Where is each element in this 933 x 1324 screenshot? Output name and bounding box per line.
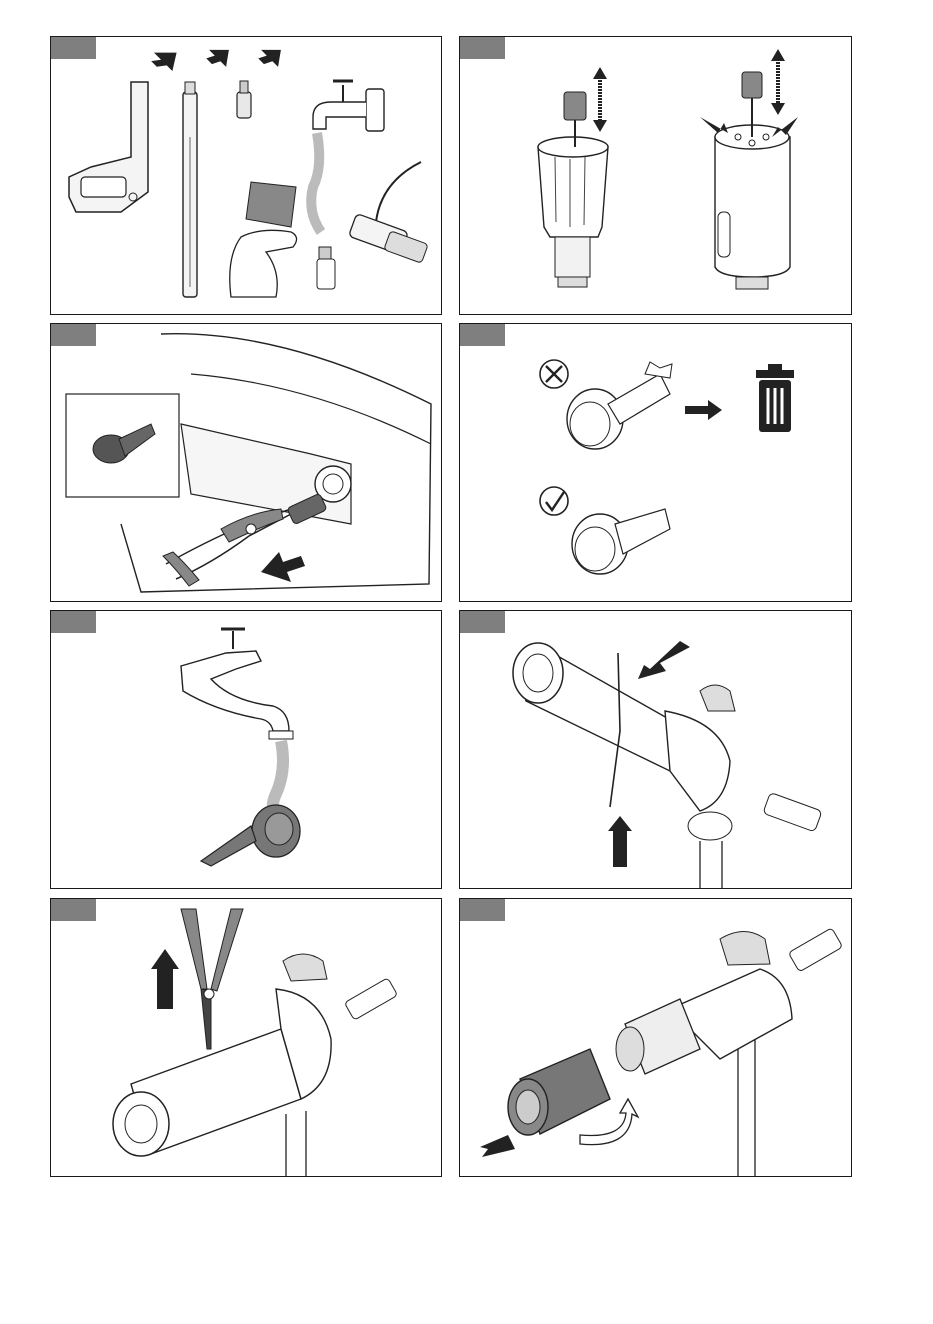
- panel-8: [459, 898, 852, 1177]
- arrow-icon: [148, 41, 183, 76]
- pliers-pull-pin-illustration: [51, 899, 442, 1177]
- cross-mark-icon: [540, 360, 568, 388]
- panel-1: [50, 36, 442, 315]
- trash-bin-icon: [756, 364, 794, 432]
- panel-5: [50, 610, 442, 889]
- panel-2: [459, 36, 852, 315]
- arrow-icon: [638, 641, 690, 679]
- damaged-vs-good-filter-illustration: [460, 324, 852, 602]
- arrow-icon: [203, 40, 236, 73]
- rinse-filter-under-tap-illustration: [51, 611, 442, 889]
- tap-icon: [181, 629, 293, 739]
- panel-3: [50, 323, 442, 602]
- arrow-icon: [685, 400, 722, 420]
- arrow-icon: [480, 1135, 515, 1157]
- pliers-pull-filter-illustration: [51, 324, 442, 602]
- nozzle-parts-cleaning-illustration: [51, 37, 442, 315]
- panel-7: [50, 898, 442, 1177]
- insert-wire-into-nozzle-illustration: [460, 611, 852, 889]
- check-mark-icon: [540, 487, 568, 515]
- arrow-icon: [151, 949, 179, 1009]
- unscrew-nozzle-head-illustration: [460, 899, 852, 1177]
- sieve-removal-key-illustration: [460, 37, 852, 315]
- tap-icon: [313, 81, 384, 131]
- arrow-icon: [255, 40, 288, 73]
- panel-4: [459, 323, 852, 602]
- double-arrow-icon: [771, 49, 785, 115]
- pliers-icon: [181, 909, 243, 1049]
- arrow-icon: [608, 816, 632, 867]
- panel-6: [459, 610, 852, 889]
- double-arrow-icon: [593, 67, 607, 132]
